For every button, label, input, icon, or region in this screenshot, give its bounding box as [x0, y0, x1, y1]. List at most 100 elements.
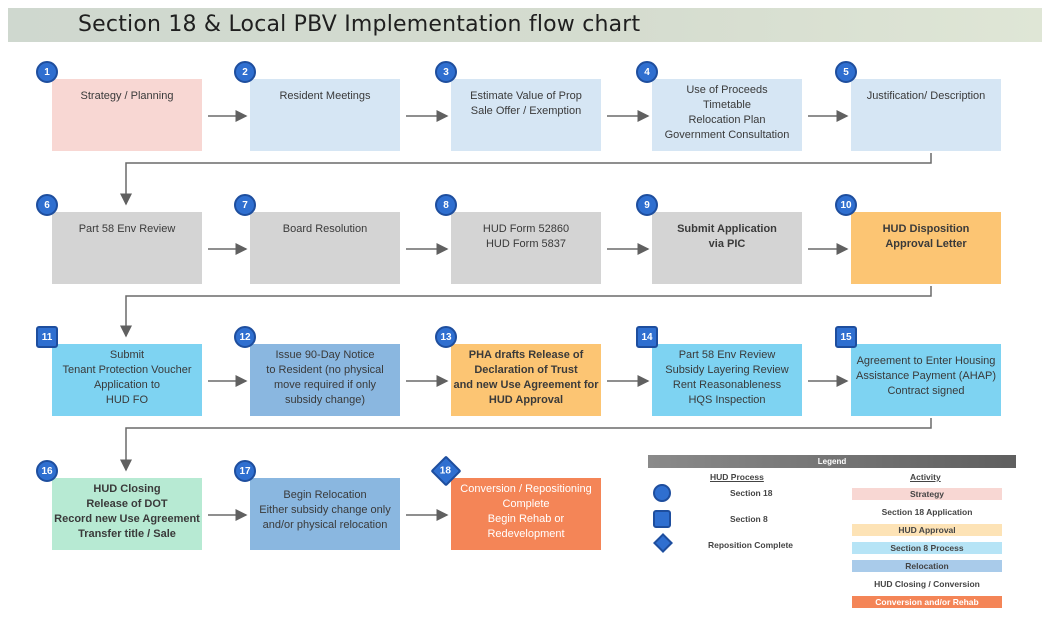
step-2-box: Resident Meetings [250, 79, 400, 151]
step-11-text: Tenant Protection Voucher [62, 364, 192, 376]
step-13-badge: 13 [435, 326, 457, 348]
legend-process-label: Reposition Complete [708, 540, 794, 550]
legend-activity-swatch: HUD Approval [852, 524, 1002, 536]
step-3-text: Sale Offer / Exemption [470, 105, 582, 117]
arrow-15-16 [120, 418, 932, 472]
step-15-text: Assistance Payment (AHAP) [856, 370, 996, 382]
step-5-badge: 5 [835, 61, 857, 83]
step-12-badge: 12 [234, 326, 256, 348]
step-12-text: to Resident (no physical [266, 364, 384, 376]
step-13-text: and new Use Agreement for [453, 379, 599, 391]
arrow-10-11 [120, 286, 932, 338]
step-8-number: 8 [443, 199, 449, 211]
step-10-badge: 10 [835, 194, 857, 216]
legend-process-title: HUD Process [710, 472, 764, 482]
step-11-text: Application to [93, 379, 161, 391]
step-14-text: Subsidy Layering Review [665, 364, 789, 376]
step-6-number: 6 [44, 199, 50, 211]
step-13-text: Declaration of Trust [474, 364, 578, 376]
step-2-number: 2 [242, 66, 248, 78]
legend-process-label: Section 8 [730, 514, 768, 524]
step-14-text: Part 58 Env Review [678, 349, 776, 361]
step-10-number: 10 [840, 199, 852, 211]
step-4-text: Use of Proceeds [686, 84, 768, 96]
step-6-box: Part 58 Env Review [52, 212, 202, 284]
step-17-badge: 17 [234, 460, 256, 482]
step-8-text: HUD Form 52860 [482, 223, 570, 235]
step-7-badge: 7 [234, 194, 256, 216]
step-12-number: 12 [239, 331, 251, 343]
page-title: Section 18 & Local PBV Implementation fl… [78, 12, 641, 37]
step-10-text: Approval Letter [885, 238, 967, 250]
step-2-text: Resident Meetings [279, 90, 371, 102]
step-16-number: 16 [41, 465, 53, 477]
step-10-text: HUD Disposition [882, 223, 970, 235]
legend-activity-title: Activity [910, 472, 941, 482]
step-7-text: Board Resolution [282, 223, 368, 235]
step-9-text: Submit Application [677, 223, 777, 235]
step-1-badge: 1 [36, 61, 58, 83]
step-3-text: Estimate Value of Prop [470, 90, 582, 102]
step-16-text: HUD Closing [93, 483, 161, 495]
step-12-text: Issue 90-Day Notice [275, 349, 375, 361]
step-14-text: HQS Inspection [688, 394, 766, 406]
step-9-text: via PIC [708, 238, 746, 250]
step-7-box: Board Resolution [250, 212, 400, 284]
step-1-box: Strategy / Planning [52, 79, 202, 151]
step-9-number: 9 [644, 199, 650, 211]
step-6-badge: 6 [36, 194, 58, 216]
step-15-number: 15 [840, 331, 852, 343]
step-18-text: Begin Rehab or [487, 513, 565, 525]
step-13-number: 13 [440, 331, 452, 343]
step-11-text: Submit [109, 349, 145, 361]
step-16-badge: 16 [36, 460, 58, 482]
step-17-number: 17 [239, 465, 251, 477]
step-18-text: Redevelopment [487, 528, 565, 540]
step-9-badge: 9 [636, 194, 658, 216]
step-4-text: Relocation Plan [688, 114, 766, 126]
step-18-number: 18 [440, 465, 452, 477]
step-12-text: subsidy change) [284, 394, 366, 406]
step-1-text: Strategy / Planning [80, 90, 174, 102]
legend-activity-swatch: Section 8 Process [852, 542, 1002, 554]
step-11-text: HUD FO [105, 394, 149, 406]
step-4-number: 4 [644, 66, 650, 78]
step-5-number: 5 [843, 66, 849, 78]
arrow-5-6 [120, 153, 932, 206]
legend-activity-swatch: Strategy [852, 488, 1002, 500]
step-2-badge: 2 [234, 61, 256, 83]
step-3-number: 3 [443, 66, 449, 78]
legend-header: Legend [648, 455, 1016, 468]
step-12-text: move required if only [273, 379, 377, 391]
step-18-text: Complete [502, 498, 550, 510]
step-18-text: Conversion / Repositioning [460, 483, 592, 495]
step-13-text: HUD Approval [488, 394, 564, 406]
step-3-badge: 3 [435, 61, 457, 83]
step-14-number: 14 [641, 331, 653, 343]
step-8-text: HUD Form 5837 [485, 238, 567, 250]
step-16-text: Transfer title / Sale [78, 528, 176, 540]
step-17-text: and/or physical relocation [262, 519, 388, 531]
step-15-badge: 15 [835, 326, 857, 348]
step-17-text: Either subsidy change only [259, 504, 391, 516]
step-6-text: Part 58 Env Review [78, 223, 176, 235]
step-11-number: 11 [41, 331, 53, 343]
step-15-text: Contract signed [887, 385, 965, 397]
step-12-box: Issue 90-Day Notice to Resident (no physi… [250, 344, 400, 416]
step-1-number: 1 [44, 66, 50, 78]
step-14-badge: 14 [636, 326, 658, 348]
step-4-text: Government Consultation [664, 129, 790, 141]
legend-activity-swatch: Relocation [852, 560, 1002, 572]
step-17-text: Begin Relocation [283, 489, 367, 501]
step-15-text: Agreement to Enter Housing [856, 355, 996, 367]
